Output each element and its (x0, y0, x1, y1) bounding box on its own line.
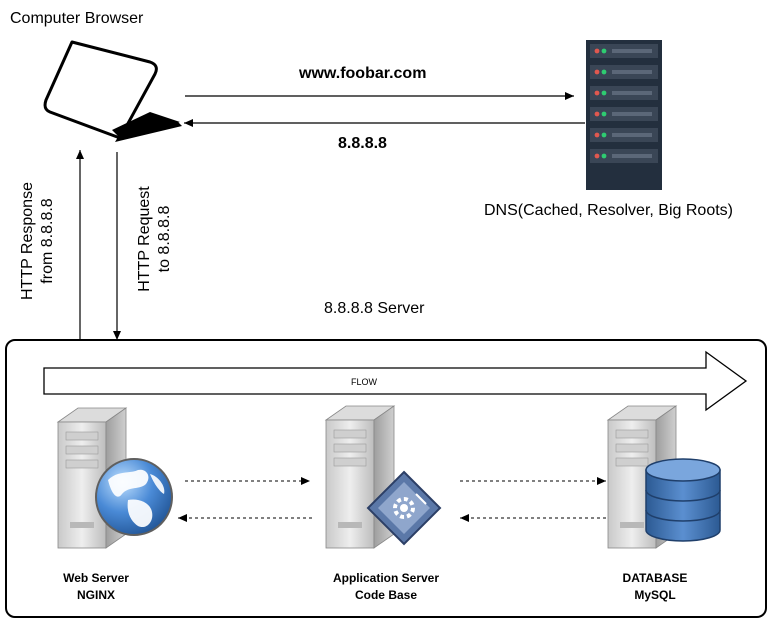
rack-led-green (601, 153, 607, 159)
application-server-tower-icon (324, 405, 396, 549)
rack-led-red (594, 90, 600, 96)
rack-slot (612, 154, 652, 158)
flow-label: FLOW (351, 377, 377, 387)
rack-led-green (601, 132, 607, 138)
database-label: DATABASE MySQL (622, 571, 688, 602)
database-icon (645, 458, 721, 542)
web-server-label: Web Server NGINX (63, 571, 129, 602)
application-server-label: Application Server Code Base (332, 571, 440, 602)
gear-diamond-icon (366, 470, 442, 546)
dns-label: DNS(Cached, Resolver, Big Roots) (484, 202, 733, 219)
rack-led-green (601, 90, 607, 96)
rack-slot (612, 112, 652, 116)
rack-led-red (594, 69, 600, 75)
server-label: 8.8.8.8 Server (324, 300, 425, 317)
rack-led-red (594, 132, 600, 138)
rack-led-green (601, 69, 607, 75)
dns-server-rack-icon (586, 40, 662, 190)
dns-request-label: www.foobar.com (299, 65, 427, 82)
flow-arrow (43, 350, 748, 412)
globe-icon (95, 458, 173, 536)
http-response-label: HTTP Response from 8.8.8.8 (19, 182, 56, 300)
rack-led-red (594, 153, 600, 159)
dns-response-label: 8.8.8.8 (338, 135, 387, 152)
rack-slot (612, 70, 652, 74)
rack-led-green (601, 48, 607, 54)
rack-slot (612, 91, 652, 95)
server-container (5, 339, 767, 618)
http-request-label: HTTP Request to 8.8.8.8 (136, 186, 173, 292)
rack-led-red (594, 111, 600, 117)
laptop-icon (43, 40, 182, 142)
rack-slot (612, 49, 652, 53)
rack-slot (612, 133, 652, 137)
rack-led-red (594, 48, 600, 54)
rack-led-green (601, 111, 607, 117)
browser-label: Computer Browser (10, 10, 144, 27)
